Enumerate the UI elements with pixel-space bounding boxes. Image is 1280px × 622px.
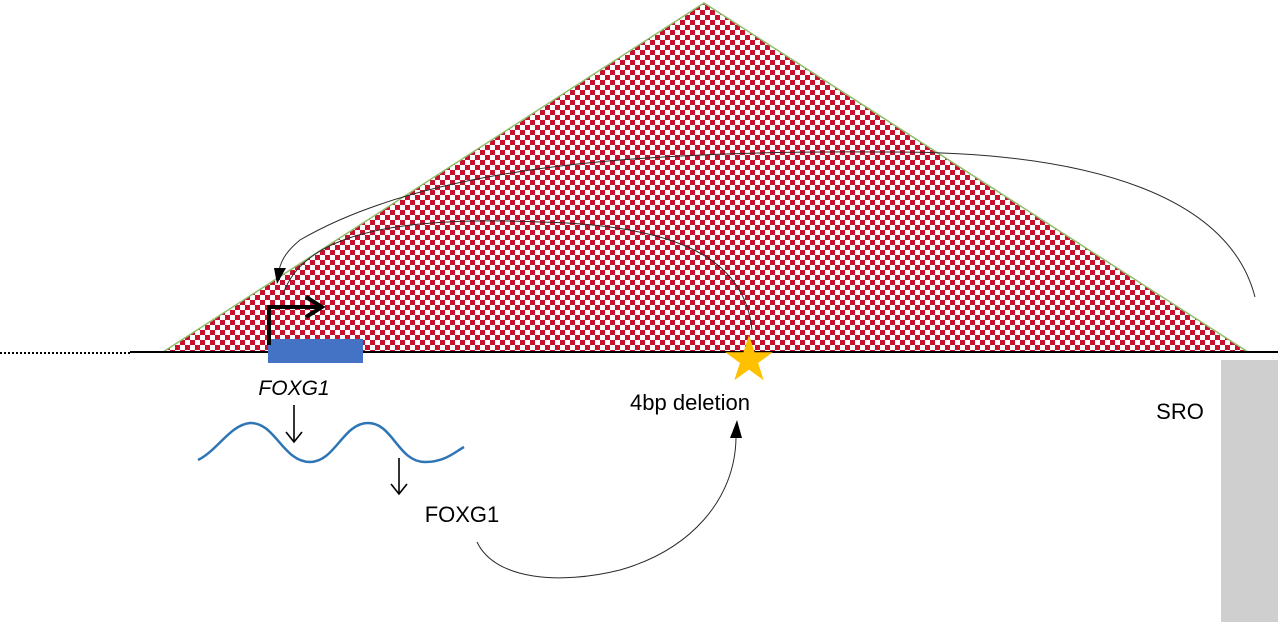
sro-curve-arrowhead bbox=[274, 268, 286, 284]
promoter-arrow-icon bbox=[267, 295, 326, 345]
tad-triangle bbox=[160, 2, 1251, 353]
star-icon bbox=[725, 335, 773, 381]
mrna-wave bbox=[197, 421, 465, 464]
transcription-arrow-icon bbox=[285, 405, 303, 444]
foxg1-gene-label: FOXG1 bbox=[258, 377, 329, 400]
deletion-interaction-curve bbox=[282, 220, 753, 331]
protein-feedback-curve bbox=[476, 437, 737, 579]
foxg1-gene-box bbox=[268, 339, 363, 363]
sro-bar bbox=[1221, 360, 1278, 622]
translation-arrow-icon bbox=[390, 458, 408, 496]
deletion-label: 4bp deletion bbox=[630, 390, 750, 415]
foxg1-protein-label: FOXG1 bbox=[425, 502, 500, 527]
feedback-arrowhead bbox=[730, 420, 742, 438]
sro-label: SRO bbox=[1156, 399, 1204, 424]
sro-interaction-curve bbox=[278, 151, 1256, 298]
